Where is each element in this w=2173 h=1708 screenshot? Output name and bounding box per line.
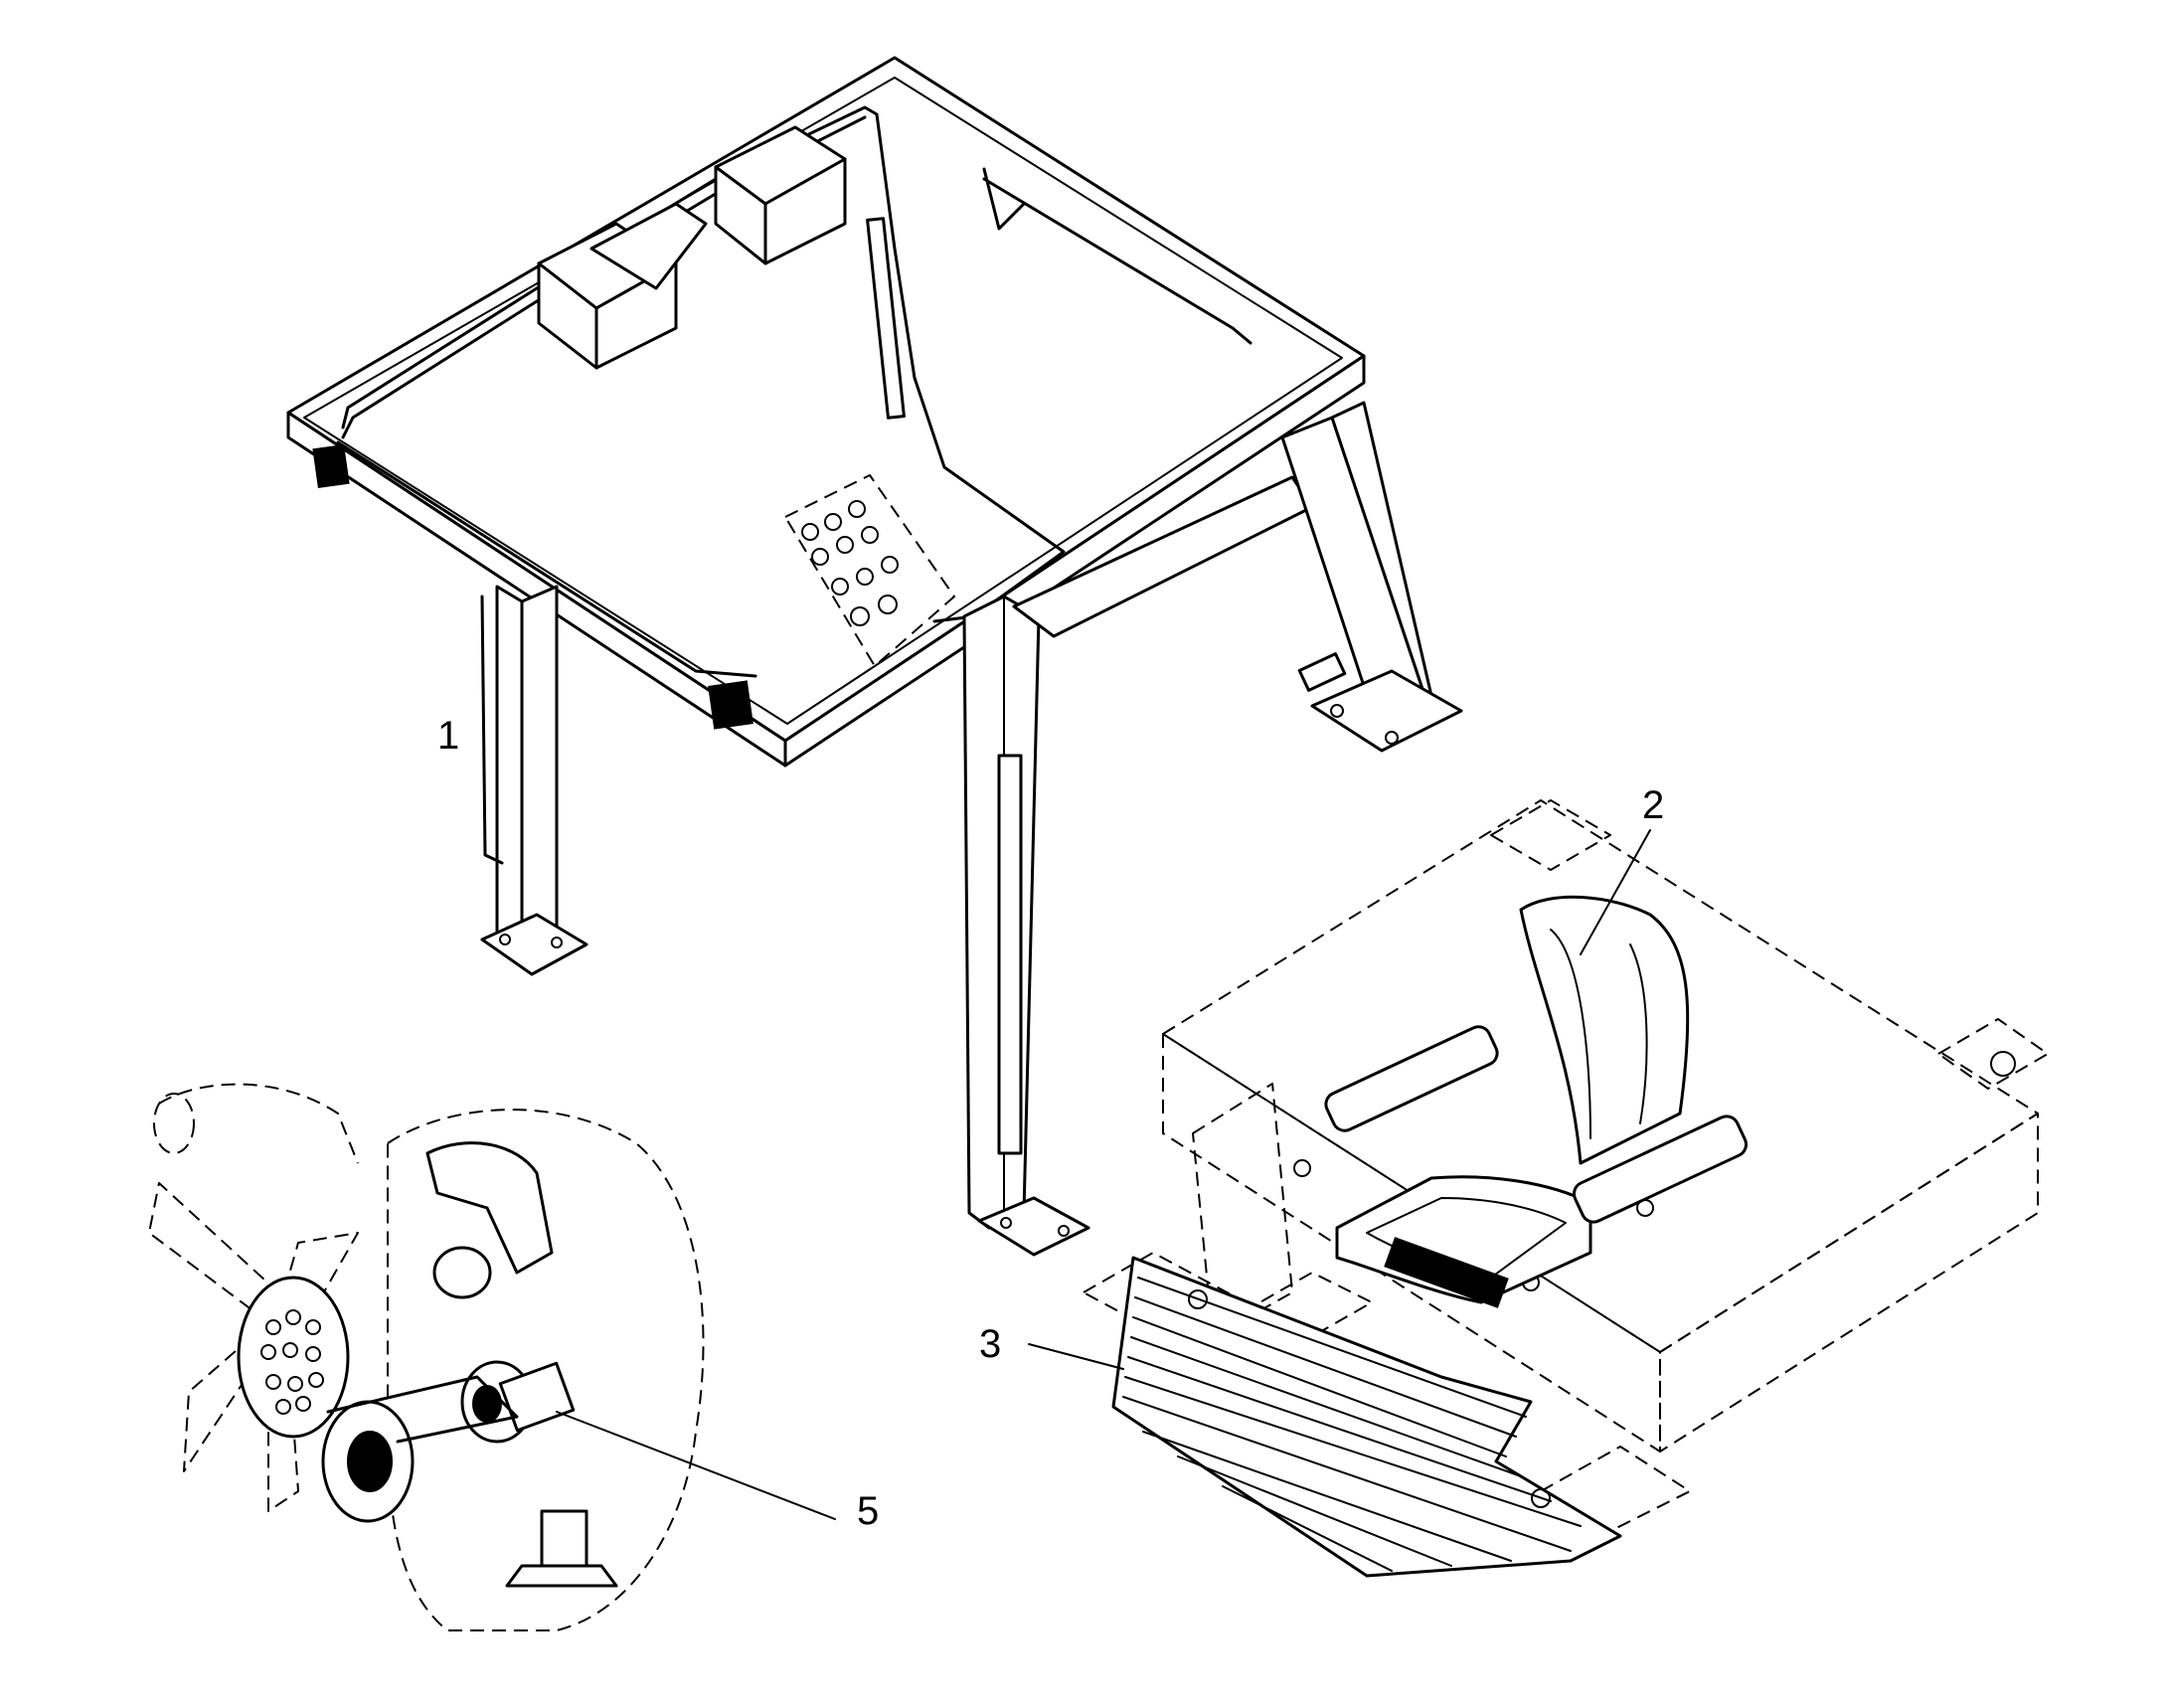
left-armrest [1324,1025,1499,1132]
lamp-right [708,680,753,730]
callout-3: 3 [979,1322,1002,1366]
operator-platform [1083,799,2049,1578]
leader-line-2 [1580,829,1651,955]
front-right-leg [962,475,1314,1257]
operator-seat [1324,895,1748,1308]
gas-strut [866,217,906,420]
callout-5: 5 [857,1489,880,1533]
leader-line-5 [556,1411,836,1520]
canopy-frame [286,56,1463,1257]
rear-right-aframe [1280,401,1463,753]
roof-harness [341,105,1066,623]
right-armrest [1573,1114,1748,1224]
callout-1: 1 [437,714,460,758]
leader-line-3 [1028,1343,1124,1370]
callout-2: 2 [1642,783,1665,827]
floor-mat [1111,1256,1622,1578]
lamp-left [312,443,350,489]
roof-decal [784,474,955,667]
rear-left-leg [480,585,588,976]
engine-assembly [148,1083,705,1631]
roof-bracket-boxes [537,125,847,370]
